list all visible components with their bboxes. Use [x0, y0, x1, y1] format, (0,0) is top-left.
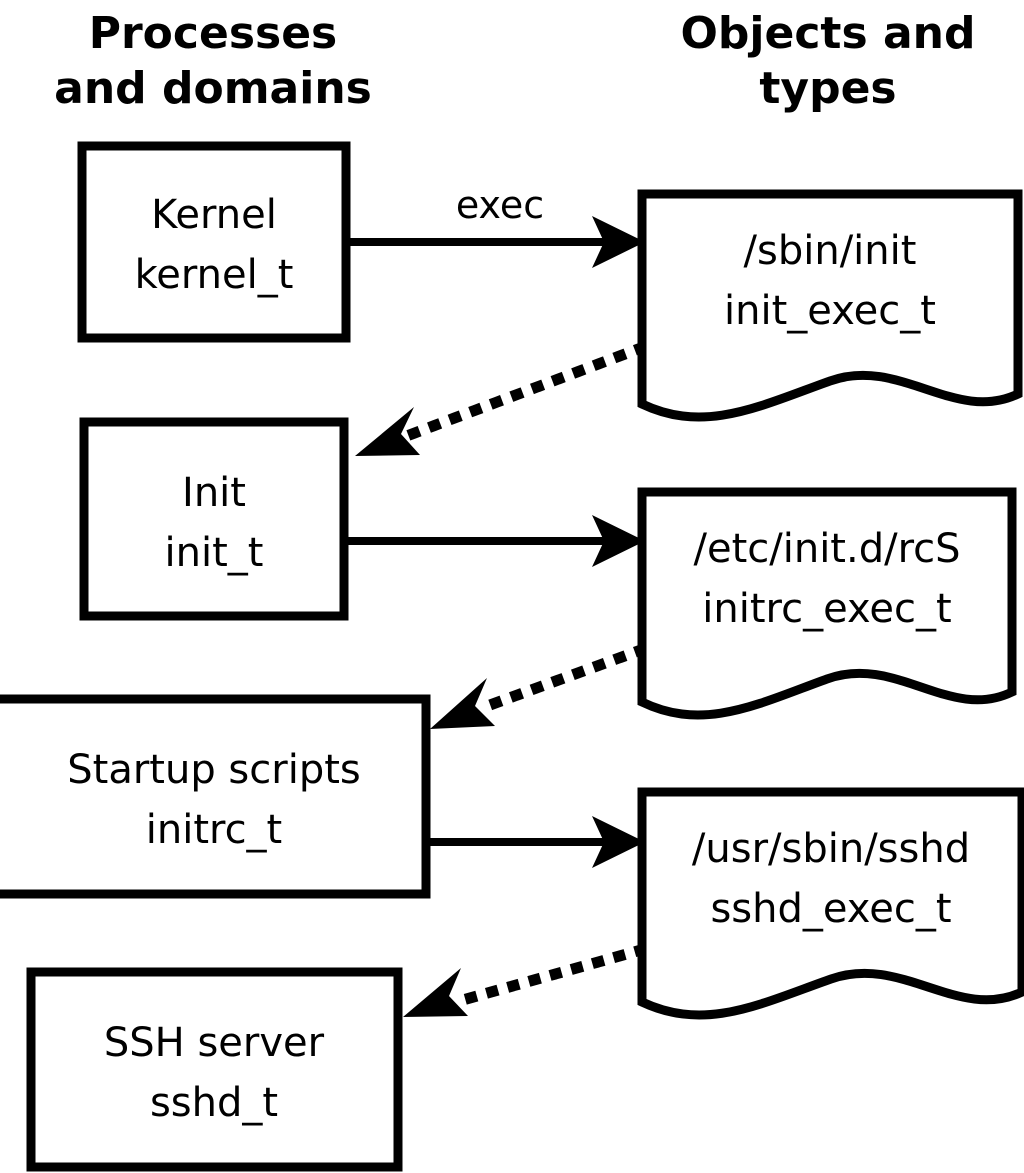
node-init_exec-type: init_exec_t [724, 288, 936, 334]
edge-initrc-exec-sshd_exec [430, 816, 645, 868]
node-initrc[interactable]: Startup scripts initrc_t [0, 694, 431, 899]
edge-line-sshd_exec-sshd [445, 943, 648, 1010]
node-sshd_exec-path: /usr/sbin/sshd [692, 826, 970, 872]
node-init_exec-path: /sbin/init [744, 228, 917, 274]
arrow-head-init_exec-init [355, 407, 420, 456]
node-initrc-box[interactable] [0, 694, 431, 899]
node-init_exec[interactable]: /sbin/init init_exec_t [637, 189, 1023, 422]
node-initrc_exec[interactable]: /etc/init.d/rcS initrc_exec_t [637, 487, 1017, 720]
node-kernel-name: Kernel [151, 192, 277, 238]
node-kernel[interactable]: Kernel kernel_t [77, 141, 351, 343]
arrow-head-sshd_exec-sshd [403, 968, 468, 1017]
arrow-head-initrc-sshd_exec [592, 816, 645, 868]
edge-sshd_exec-transition-sshd [403, 943, 648, 1017]
node-initrc_exec-document-shape[interactable] [637, 487, 1017, 720]
edge-kernel-exec-init_exec: exec [350, 183, 645, 268]
edge-line-init_exec-init [396, 340, 649, 445]
node-initrc_exec-path: /etc/init.d/rcS [693, 526, 960, 572]
node-init[interactable]: Init init_t [79, 417, 349, 621]
edge-init-exec-initrc_exec [348, 515, 645, 567]
edge-label-exec: exec [456, 183, 544, 227]
node-sshd[interactable]: SSH server sshd_t [26, 967, 403, 1172]
column-header-objects: Objects and types [681, 8, 976, 114]
node-sshd-type: sshd_t [150, 1080, 278, 1126]
edge-initrc_exec-transition-initrc [430, 642, 649, 729]
objects-header-line1: Objects and [681, 8, 976, 59]
edge-line-initrc_exec-initrc [471, 642, 649, 717]
node-init_exec-document-shape[interactable] [637, 189, 1023, 422]
node-kernel-type: kernel_t [135, 252, 294, 298]
column-header-processes: Processes and domains [54, 8, 372, 114]
node-sshd-box[interactable] [26, 967, 403, 1172]
arrow-head-init-initrc_exec [592, 515, 645, 567]
arrow-head-initrc_exec-initrc [430, 678, 495, 729]
node-sshd_exec-type: sshd_exec_t [710, 886, 951, 932]
node-sshd_exec[interactable]: /usr/sbin/sshd sshd_exec_t [637, 787, 1024, 1020]
node-initrc_exec-type: initrc_exec_t [702, 586, 951, 632]
processes-header-line1: Processes [89, 8, 338, 59]
objects-header-line2: types [759, 63, 896, 114]
edge-init_exec-transition-init [355, 340, 649, 456]
node-sshd-name: SSH server [104, 1020, 325, 1066]
node-kernel-box[interactable] [77, 141, 351, 343]
arrow-head-kernel-init_exec [592, 216, 645, 268]
node-initrc-name: Startup scripts [67, 747, 360, 793]
processes-header-line2: and domains [54, 63, 372, 114]
node-init-name: Init [182, 470, 246, 516]
node-init-type: init_t [165, 530, 264, 576]
node-initrc-type: initrc_t [146, 807, 283, 853]
node-sshd_exec-document-shape[interactable] [637, 787, 1024, 1020]
node-init-box[interactable] [79, 417, 349, 621]
